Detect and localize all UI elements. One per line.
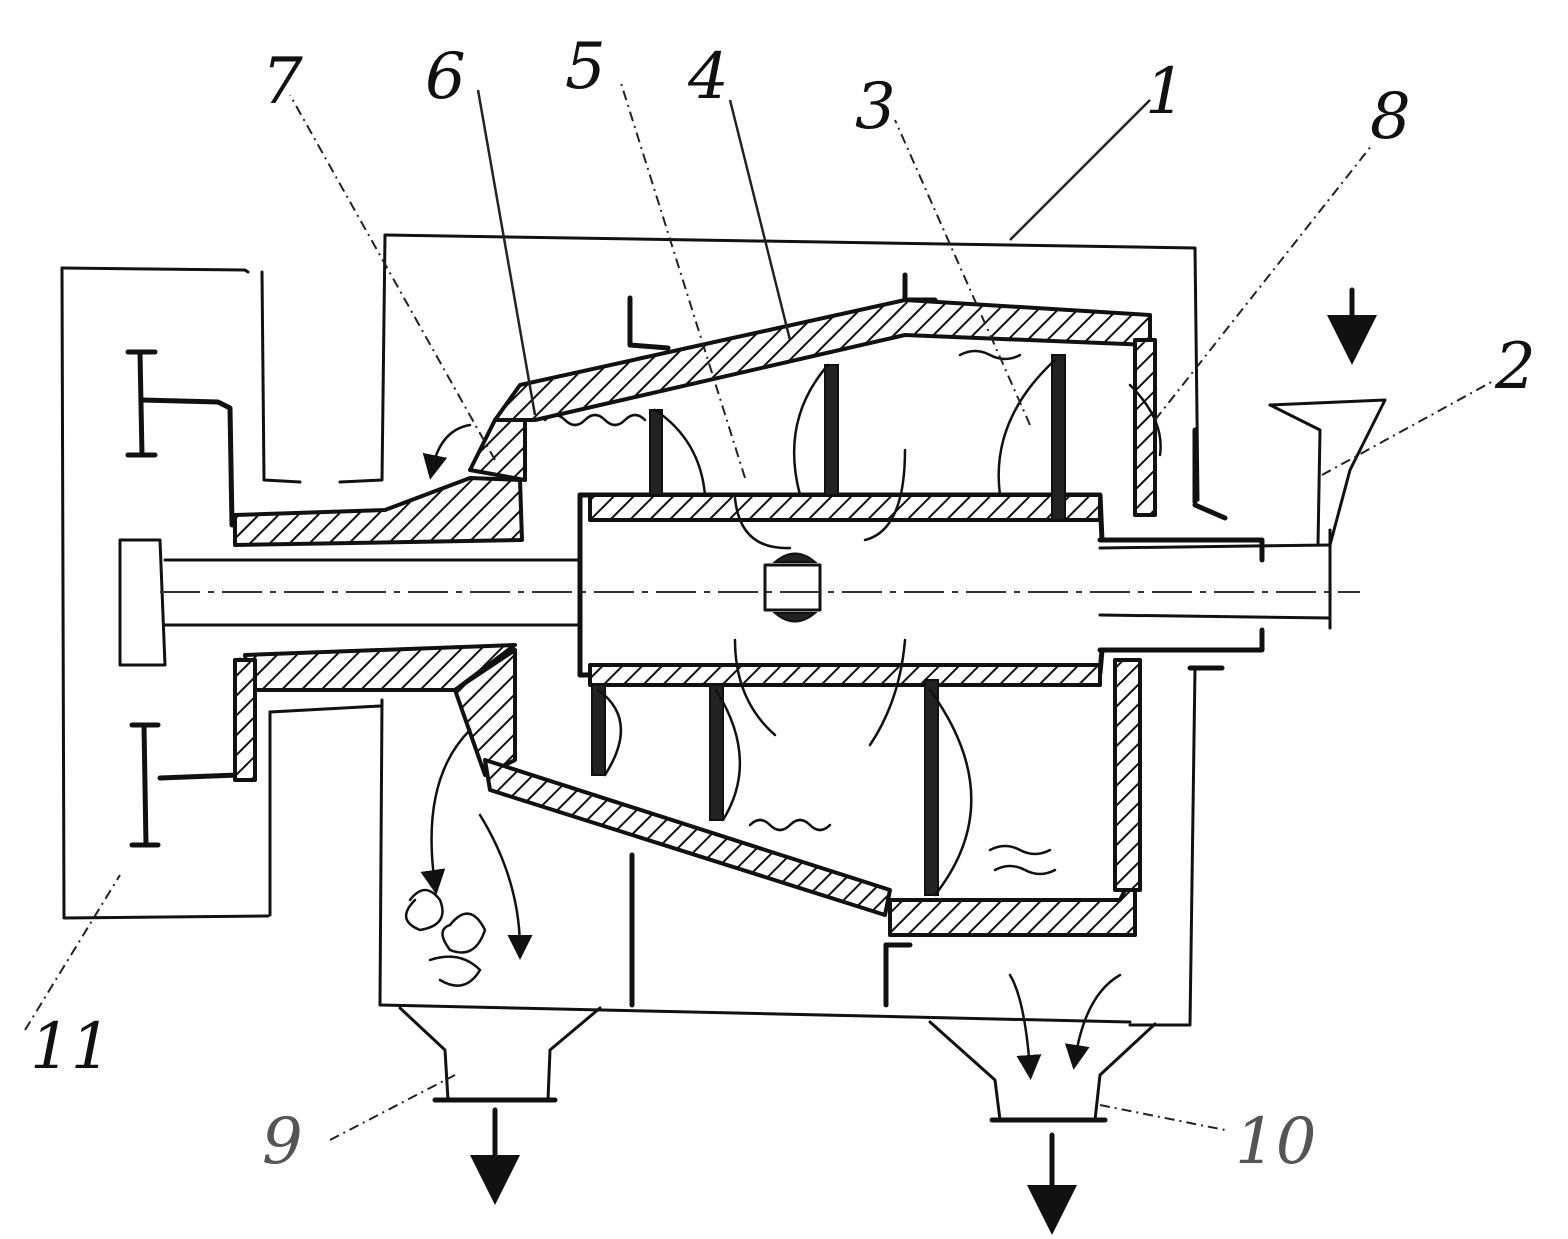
label-9: 9 [262, 1105, 303, 1179]
outlet-9 [398, 1006, 602, 1205]
lower-rotor-wall [233, 643, 1142, 937]
label-11: 11 [30, 1010, 112, 1084]
upper-rotor-wall [233, 298, 1157, 547]
shaft [160, 528, 1360, 630]
label-1: 1 [1145, 55, 1186, 129]
label-7: 7 [262, 45, 303, 119]
lower-blades [591, 679, 973, 897]
outer-housing [260, 233, 1228, 1027]
label-2: 2 [1495, 330, 1536, 404]
upper-blades [649, 354, 1066, 521]
label-8: 8 [1370, 80, 1411, 154]
outlet-10 [928, 1020, 1157, 1235]
label-4: 4 [688, 40, 729, 114]
label-6: 6 [425, 40, 466, 114]
label-3: 3 [855, 70, 896, 144]
label-10: 10 [1235, 1105, 1317, 1179]
leader-lines [24, 79, 1496, 1141]
flow-arrows [405, 349, 1162, 1080]
feed-hopper [1268, 287, 1387, 547]
label-5: 5 [565, 30, 606, 104]
